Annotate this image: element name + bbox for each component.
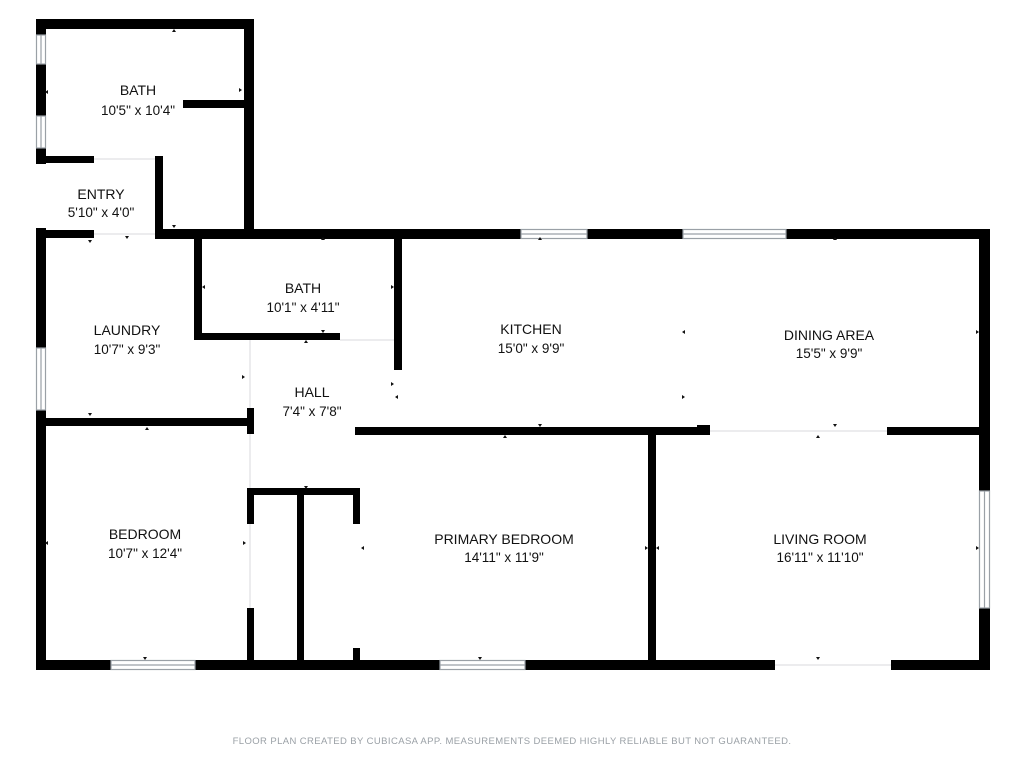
- wall: [36, 156, 94, 163]
- disclaimer-footer: FLOOR PLAN CREATED BY CUBICASA APP. MEAS…: [232, 736, 792, 747]
- room-name-dining-area: DINING AREA: [784, 327, 875, 343]
- wall: [183, 100, 247, 108]
- marker: [816, 657, 820, 660]
- wall: [194, 236, 202, 340]
- marker: [816, 435, 820, 438]
- wall: [247, 408, 254, 434]
- room-dims-dining-area: 15'5" x 9'9": [796, 346, 863, 361]
- marker: [656, 546, 659, 550]
- marker: [242, 375, 245, 379]
- marker: [88, 413, 92, 416]
- wall: [36, 64, 46, 116]
- marker: [45, 541, 48, 545]
- marker: [682, 395, 685, 399]
- marker: [125, 236, 129, 239]
- wall: [891, 660, 990, 670]
- walls: [36, 19, 990, 670]
- wall: [697, 425, 710, 435]
- room-dims-living-room: 16'11" x 11'10": [776, 550, 863, 565]
- wall: [979, 608, 990, 670]
- wall: [355, 427, 710, 435]
- wall: [247, 608, 254, 663]
- wall: [36, 418, 254, 426]
- room-name-kitchen: KITCHEN: [500, 321, 561, 337]
- room-name-bedroom: BEDROOM: [109, 526, 181, 542]
- wall: [786, 229, 990, 239]
- marker: [391, 285, 394, 289]
- wall: [36, 19, 254, 29]
- room-dims-bath-lower: 10'1" x 4'11": [266, 300, 339, 315]
- marker: [304, 486, 308, 489]
- room-name-laundry: LAUNDRY: [94, 322, 161, 338]
- wall: [36, 19, 46, 35]
- room-dims-hall: 7'4" x 7'8": [282, 404, 341, 419]
- wall: [36, 230, 94, 238]
- wall: [155, 229, 521, 239]
- marker: [645, 546, 648, 550]
- marker: [478, 657, 482, 660]
- marker: [395, 395, 398, 399]
- wall: [155, 156, 163, 238]
- room-name-bath-upper: BATH: [120, 82, 156, 98]
- room-dims-laundry: 10'7" x 9'3": [94, 342, 161, 357]
- marker: [243, 541, 246, 545]
- marker: [202, 285, 205, 289]
- marker: [503, 435, 507, 438]
- marker: [304, 340, 308, 343]
- dimension-markers: [45, 29, 979, 660]
- wall: [394, 236, 402, 370]
- marker: [538, 237, 542, 240]
- openings: [94, 158, 891, 666]
- wall: [979, 229, 990, 491]
- wall: [36, 228, 46, 348]
- marker: [145, 427, 149, 430]
- room-dims-bath-upper: 10'5" x 10'4": [101, 103, 175, 118]
- wall: [194, 333, 340, 340]
- wall: [36, 410, 46, 670]
- marker: [361, 546, 364, 550]
- room-name-primary-bedroom: PRIMARY BEDROOM: [434, 531, 574, 547]
- marker: [976, 330, 979, 334]
- room-name-bath-lower: BATH: [285, 280, 321, 296]
- room-dims-primary-bedroom: 14'11" x 11'9": [464, 550, 544, 565]
- wall: [247, 488, 254, 524]
- room-dims-kitchen: 15'0" x 9'9": [498, 341, 565, 356]
- marker: [833, 424, 837, 427]
- room-labels: BATH 10'5" x 10'4" ENTRY 5'10" x 4'0" BA…: [68, 82, 875, 565]
- marker: [172, 225, 176, 228]
- marker: [321, 237, 325, 240]
- wall: [36, 660, 111, 670]
- marker: [391, 382, 394, 386]
- wall: [353, 488, 360, 524]
- room-dims-bedroom: 10'7" x 12'4": [108, 546, 182, 561]
- wall: [353, 648, 360, 663]
- room-name-entry: ENTRY: [77, 186, 125, 202]
- windows: [35, 34, 991, 671]
- marker: [976, 546, 979, 550]
- wall: [244, 19, 254, 239]
- room-name-hall: HALL: [294, 384, 329, 400]
- wall: [648, 431, 656, 665]
- marker: [172, 29, 176, 32]
- room-dims-entry: 5'10" x 4'0": [68, 205, 135, 220]
- marker: [45, 90, 48, 94]
- wall: [297, 488, 304, 663]
- marker: [321, 330, 325, 333]
- marker: [538, 424, 542, 427]
- wall: [887, 427, 990, 435]
- marker: [239, 88, 242, 92]
- marker: [682, 330, 685, 334]
- room-name-living-room: LIVING ROOM: [773, 531, 866, 547]
- wall: [587, 229, 683, 239]
- marker: [143, 657, 147, 660]
- wall: [195, 660, 440, 670]
- marker: [833, 237, 837, 240]
- marker: [88, 240, 92, 243]
